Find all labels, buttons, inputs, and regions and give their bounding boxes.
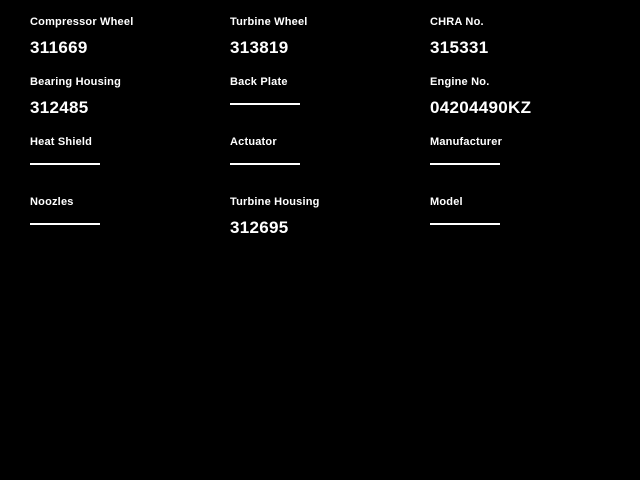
field-turbine-housing: Turbine Housing 312695 bbox=[230, 196, 430, 256]
empty-value-line bbox=[30, 163, 100, 165]
empty-value-line bbox=[430, 163, 500, 165]
field-value: 313819 bbox=[230, 38, 289, 57]
field-actuator: Actuator bbox=[230, 136, 430, 196]
field-label: Noozles bbox=[30, 196, 74, 208]
parts-detail-grid: Compressor Wheel 311669 Turbine Wheel 31… bbox=[30, 16, 630, 256]
field-label: Actuator bbox=[230, 136, 277, 148]
field-label: Compressor Wheel bbox=[30, 16, 134, 28]
field-value: 04204490KZ bbox=[430, 98, 532, 117]
field-label: Back Plate bbox=[230, 76, 288, 88]
field-value: 315331 bbox=[430, 38, 489, 57]
field-value: 311669 bbox=[30, 38, 88, 57]
field-chra-no: CHRA No. 315331 bbox=[430, 16, 630, 76]
empty-value-line bbox=[230, 103, 300, 105]
field-label: Model bbox=[430, 196, 463, 208]
field-label: Turbine Housing bbox=[230, 196, 320, 208]
field-noozles: Noozles bbox=[30, 196, 230, 256]
field-bearing-housing: Bearing Housing 312485 bbox=[30, 76, 230, 136]
field-model: Model bbox=[430, 196, 630, 256]
field-label: Manufacturer bbox=[430, 136, 503, 148]
field-value: 312485 bbox=[30, 98, 89, 117]
empty-value-line bbox=[30, 223, 100, 225]
field-turbine-wheel: Turbine Wheel 313819 bbox=[230, 16, 430, 76]
field-back-plate: Back Plate bbox=[230, 76, 430, 136]
field-engine-no: Engine No. 04204490KZ bbox=[430, 76, 630, 136]
field-label: Turbine Wheel bbox=[230, 16, 308, 28]
empty-value-line bbox=[230, 163, 300, 165]
field-compressor-wheel: Compressor Wheel 311669 bbox=[30, 16, 230, 76]
empty-value-line bbox=[430, 223, 500, 225]
field-label: Bearing Housing bbox=[30, 76, 122, 88]
field-manufacturer: Manufacturer bbox=[430, 136, 630, 196]
field-label: Heat Shield bbox=[30, 136, 93, 148]
field-label: Engine No. bbox=[430, 76, 490, 88]
field-heat-shield: Heat Shield bbox=[30, 136, 230, 196]
field-label: CHRA No. bbox=[430, 16, 484, 28]
field-value: 312695 bbox=[230, 218, 289, 237]
